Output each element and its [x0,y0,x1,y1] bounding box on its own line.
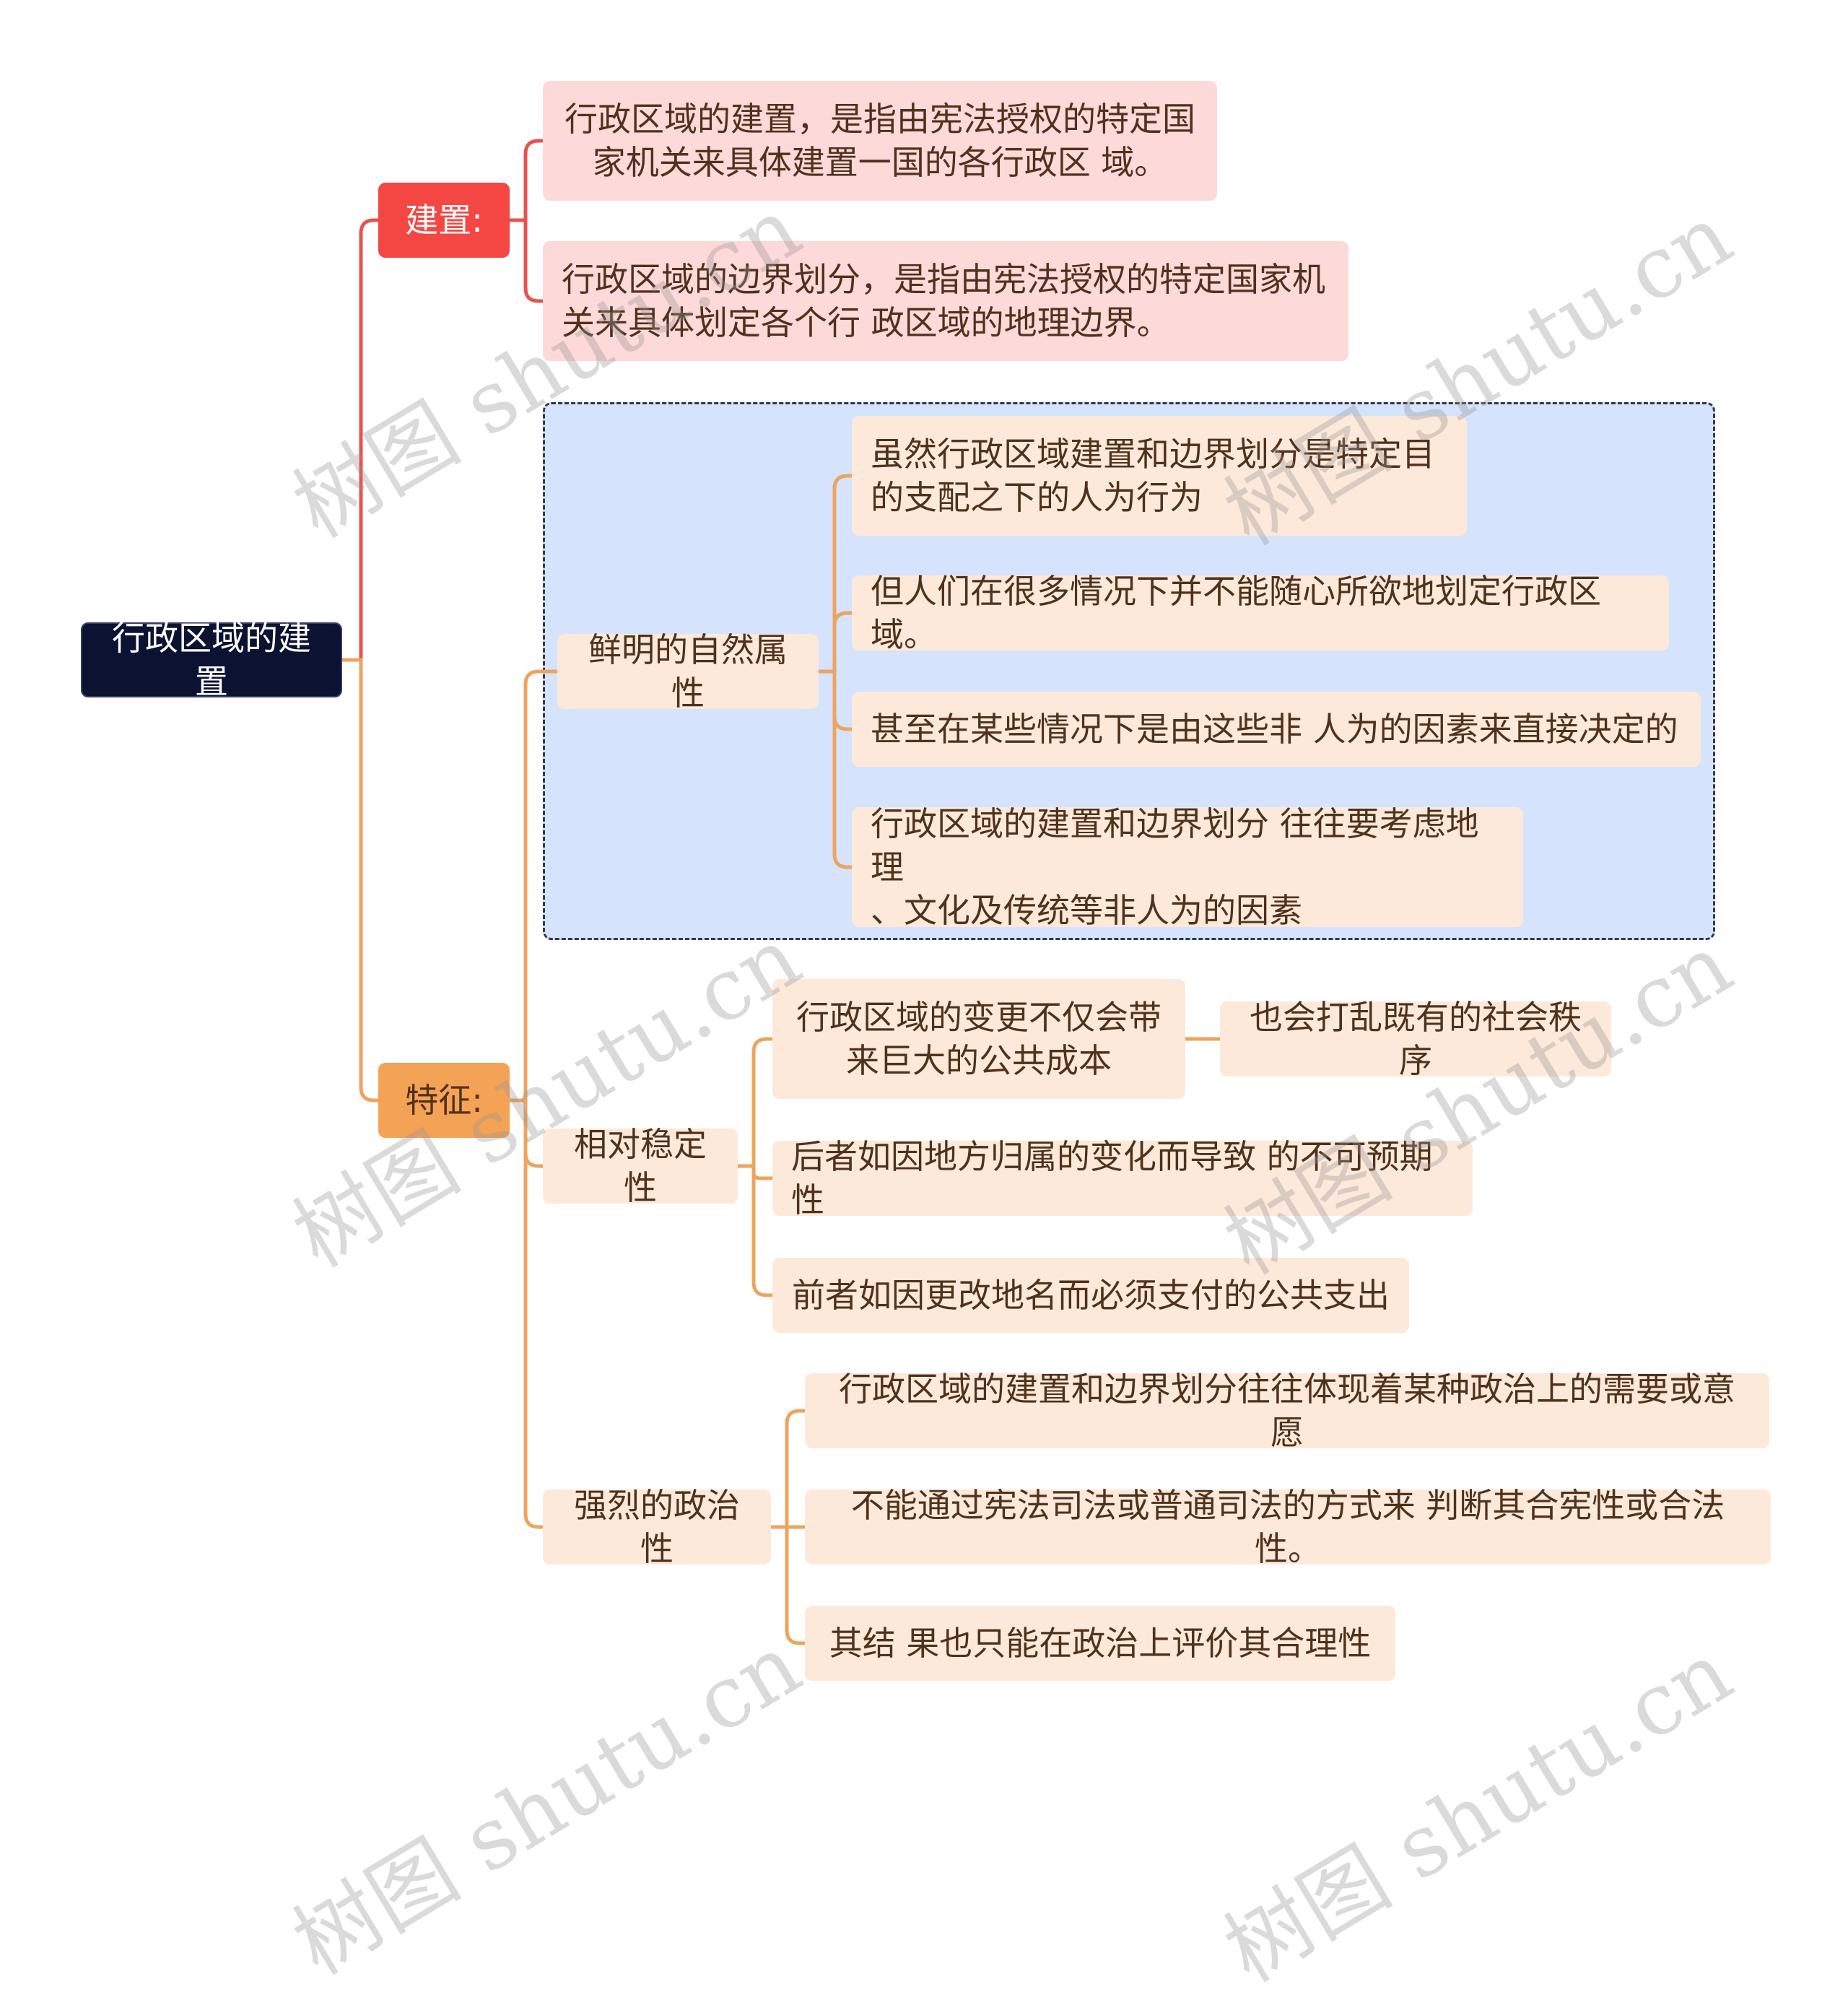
connector-stability-to-cost [736,1037,775,1168]
connector-natural-to-item-2 [816,611,854,674]
stability-item-1[interactable]: 后者如因地方归属的变化而导致 的不可预期性 [772,1137,1473,1219]
connector-root-to-tezheng [340,658,380,1102]
political-item-2[interactable]: 不能通过宪法司法或普通司法的方式来 判断其合宪性或合法性。 [805,1486,1771,1568]
connector-natural-to-item-4 [816,669,854,869]
stability-label: 相对稳定性 [574,1125,707,1207]
connector-tezheng-to-natural [507,669,559,1102]
connector-jianzhi-to-item-1 [507,139,545,222]
political-item-1-text: 行政区域的建置和边界划分往往体现着某种政治上的需要或意愿 [839,1370,1735,1452]
connector-political-to-item-3 [769,1525,807,1645]
tezheng-node[interactable]: 特征: [378,1063,510,1138]
stability-social-order-node[interactable]: 也会打乱既有的社会秩序 [1220,998,1611,1080]
political-item-3-text: 其结 果也只能在政治上评价其合理性 [829,1624,1372,1663]
connector-stability-to-item-2 [736,1164,775,1297]
jianzhi-item-2[interactable]: 行政区域的边界划分，是指由宪法授权的特定国家机 关来具体划定各个行 政区域的地理… [543,241,1348,361]
jianzhi-node[interactable]: 建置: [378,183,510,258]
jianzhi-item-1-text: 行政区域的建置，是指由宪法授权的特定国 家机关来具体建置一国的各行政区 域。 [565,100,1195,182]
connector-jianzhi-to-item-2 [507,218,545,303]
natural-item-4[interactable]: 行政区域的建置和边界划分 往往要考虑地理 、文化及传统等非人为的因素 [852,804,1523,930]
natural-item-4-text: 行政区域的建置和边界划分 往往要考虑地理 、文化及传统等非人为的因素 [871,804,1479,930]
jianzhi-item-2-text: 行政区域的边界划分，是指由宪法授权的特定国家机 关来具体划定各个行 政区域的地理… [562,260,1325,342]
political-item-1[interactable]: 行政区域的建置和边界划分往往体现着某种政治上的需要或意愿 [805,1370,1769,1452]
natural-attribute-node[interactable]: 鲜明的自然属性 [557,630,819,713]
connector-root-to-jianzhi [340,218,380,662]
connector-natural-to-item-1 [816,474,854,674]
jianzhi-label: 建置: [405,201,483,240]
political-item-3[interactable]: 其结 果也只能在政治上评价其合理性 [805,1606,1395,1681]
political-label: 强烈的政治性 [574,1486,740,1568]
stability-item-2-text: 前者如因更改地名而必须支付的公共支出 [792,1276,1390,1315]
natural-item-1-text: 虽然行政区域建置和边界划分是特定目 的支配之下的人为行为 [871,435,1435,517]
stability-item-2[interactable]: 前者如因更改地名而必须支付的公共支出 [772,1258,1409,1333]
natural-item-3[interactable]: 甚至在某些情况下是由这些非 人为的因素来直接决定的 [852,692,1701,767]
root-node[interactable]: 行政区域的建置 [81,619,342,701]
connector-lines [340,139,1222,1645]
stability-node[interactable]: 相对稳定性 [543,1125,738,1207]
natural-item-1[interactable]: 虽然行政区域建置和边界划分是特定目 的支配之下的人为行为 [852,416,1467,536]
mindmap-canvas: 行政区域的建置 建置: 行政区域的建置，是指由宪法授权的特定国 家机关来具体建置… [81,81,1771,2001]
political-node[interactable]: 强烈的政治性 [543,1486,771,1568]
tezheng-label: 特征: [405,1081,483,1120]
stability-item-1-text: 后者如因地方归属的变化而导致 的不可预期性 [791,1137,1433,1219]
stability-cost-text: 行政区域的变更不仅会带 来巨大的公共成本 [796,998,1161,1080]
connector-political-to-item-1 [769,1409,807,1529]
natural-item-2-text: 但人们在很多情况下并不能随心所欲地划定行政区域。 [871,572,1601,654]
political-item-2-text: 不能通过宪法司法或普通司法的方式来 判断其合宪性或合法性。 [850,1486,1725,1568]
root-label: 行政区域的建置 [112,619,311,701]
connector-tezheng-to-political [507,1098,545,1529]
natural-item-2[interactable]: 但人们在很多情况下并不能随心所欲地划定行政区域。 [852,572,1669,654]
natural-attribute-label: 鲜明的自然属性 [588,630,788,713]
jianzhi-item-1[interactable]: 行政区域的建置，是指由宪法授权的特定国 家机关来具体建置一国的各行政区 域。 [543,81,1217,201]
natural-item-3-text: 甚至在某些情况下是由这些非 人为的因素来直接决定的 [871,710,1678,749]
stability-social-order-text: 也会打乱既有的社会秩序 [1250,998,1582,1080]
stability-cost-node[interactable]: 行政区域的变更不仅会带 来巨大的公共成本 [772,979,1185,1099]
